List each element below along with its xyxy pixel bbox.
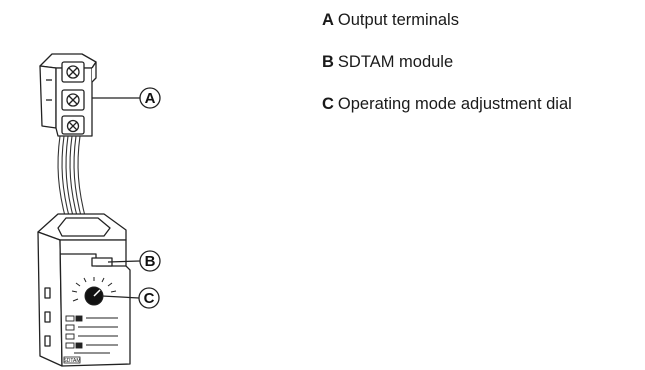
sdtam-module (37, 213, 131, 367)
legend-label-a: Output terminals (337, 11, 459, 29)
callout-a: A (139, 87, 161, 109)
leader-c (101, 295, 140, 299)
legend-label-b: SDTAM module (337, 53, 454, 71)
module-nameplate-text: SDTAM (63, 358, 80, 364)
callout-b: B (139, 250, 161, 272)
callout-c-letter: C (144, 290, 155, 307)
callout-b-letter: B (145, 253, 156, 270)
leader-b (107, 260, 141, 263)
callout-c: C (138, 287, 160, 309)
output-terminal-block (39, 53, 97, 137)
legend-letter-a: A (322, 11, 334, 29)
module-nameplate: SDTAM (63, 356, 81, 364)
wire-bundle (57, 135, 87, 221)
callout-leaders (92, 97, 141, 299)
legend-letter-b: B (322, 53, 334, 71)
callout-a-letter: A (145, 90, 156, 107)
legend-letter-c: C (322, 95, 334, 113)
front-label-rows (65, 315, 118, 354)
legend-label-c: Operating mode adjustment dial (337, 95, 572, 113)
